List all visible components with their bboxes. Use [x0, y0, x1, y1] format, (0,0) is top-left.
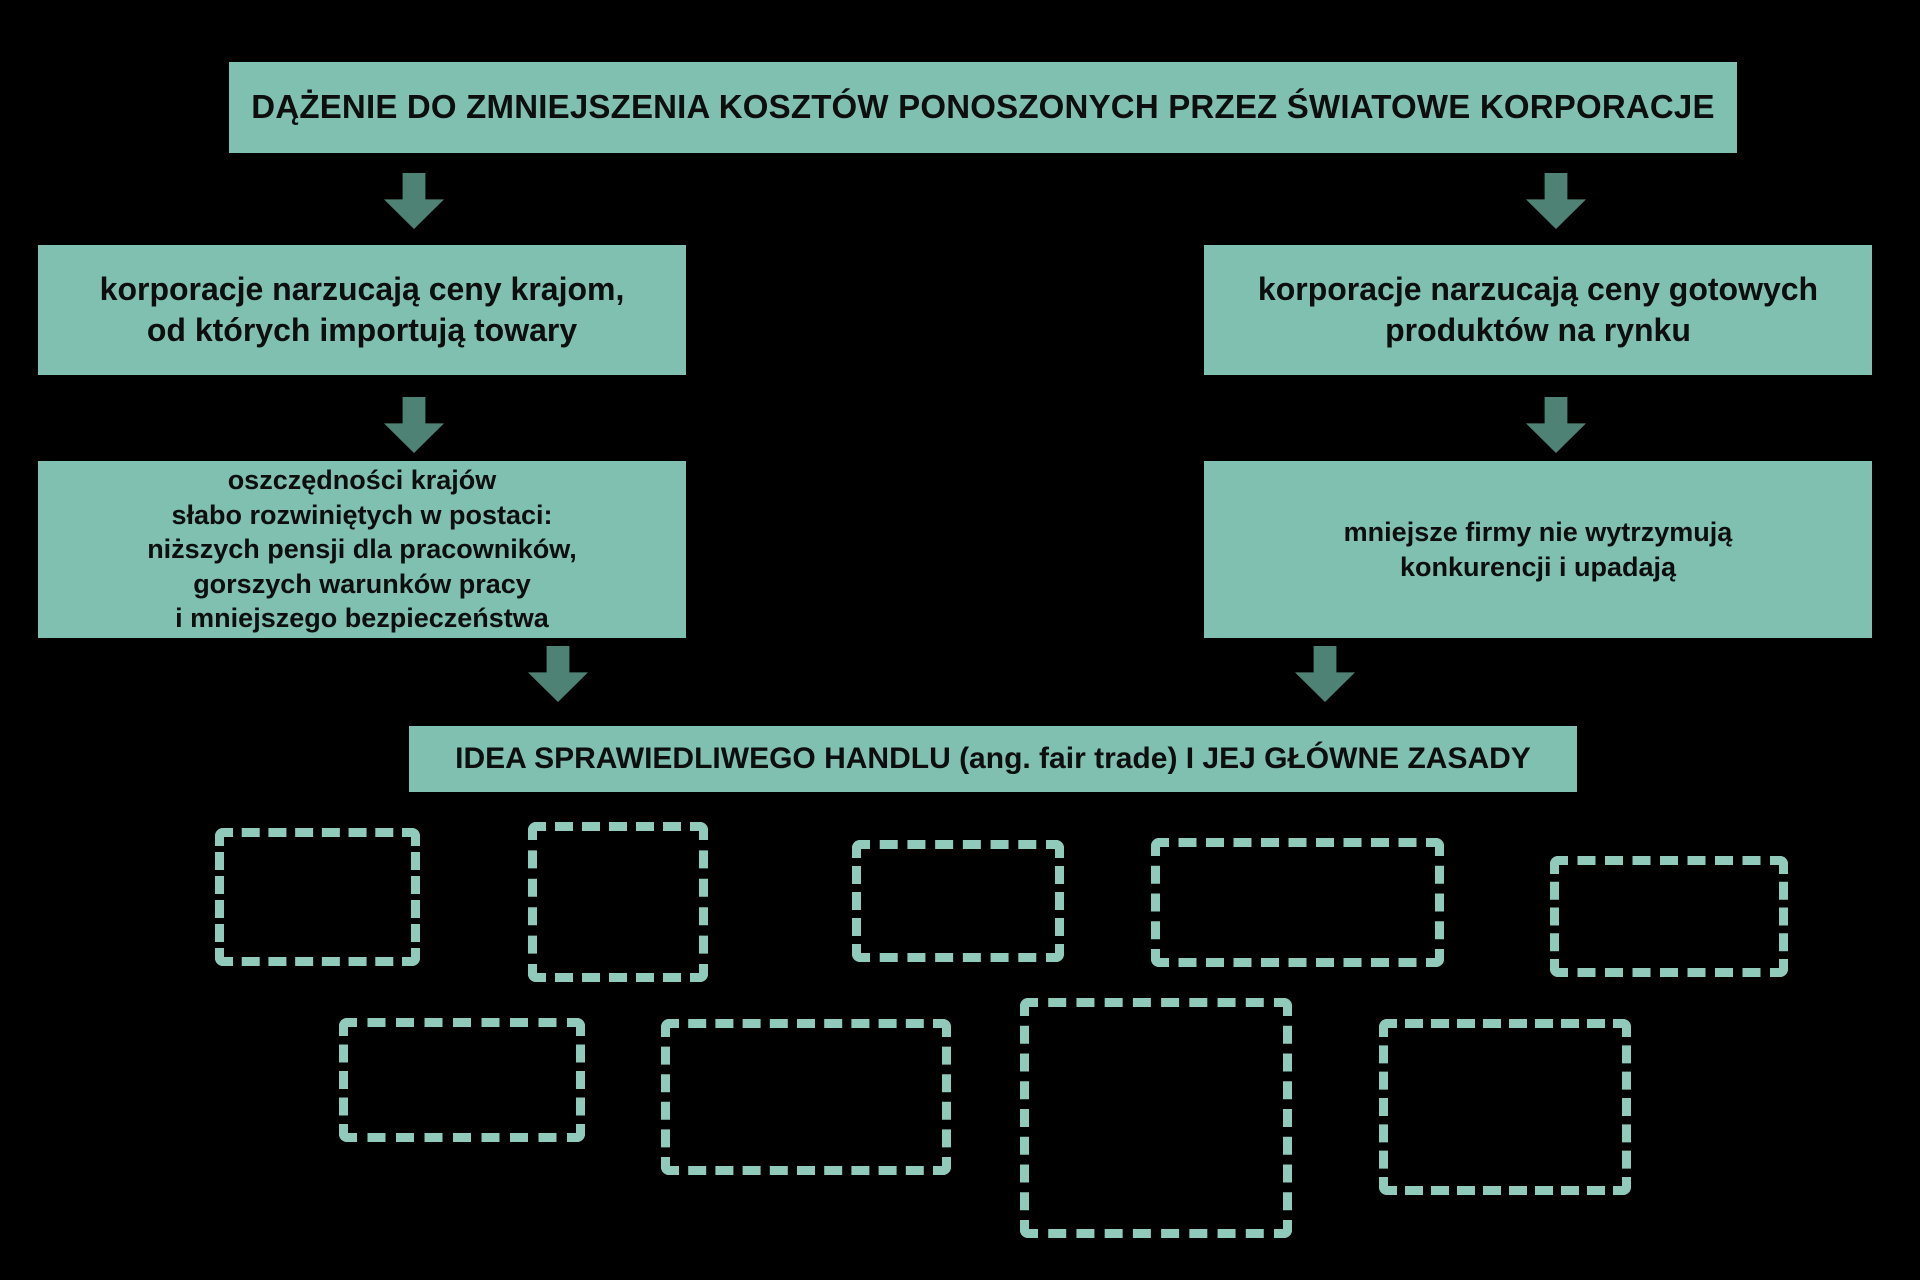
- down-arrow-icon: [384, 173, 444, 229]
- root-cause-box: DĄŻENIE DO ZMNIEJSZENIA KOSZTÓW PONOSZON…: [229, 62, 1737, 153]
- down-arrow-icon: [384, 397, 444, 453]
- placeholder-box-5: [1550, 856, 1788, 977]
- down-arrow-icon: [528, 646, 588, 702]
- down-arrow-icon: [1526, 397, 1586, 453]
- fair-trade-idea-box: IDEA SPRAWIEDLIWEGO HANDLU (ang. fair tr…: [409, 726, 1577, 792]
- placeholder-box-7: [661, 1019, 951, 1175]
- down-arrow-icon: [1295, 646, 1355, 702]
- placeholder-box-4: [1151, 838, 1444, 967]
- placeholder-box-9: [1379, 1019, 1631, 1195]
- down-arrow-icon: [1526, 173, 1586, 229]
- placeholder-box-1: [215, 828, 420, 966]
- savings-consequences-box: oszczędności krajów słabo rozwiniętych w…: [38, 461, 686, 638]
- product-prices-box: korporacje narzucają ceny gotowych produ…: [1204, 245, 1872, 375]
- placeholder-box-3: [852, 840, 1064, 962]
- placeholder-box-6: [339, 1018, 585, 1142]
- import-prices-box: korporacje narzucają ceny krajom, od któ…: [38, 245, 686, 375]
- placeholder-box-2: [528, 822, 708, 982]
- placeholder-box-8: [1020, 998, 1292, 1238]
- small-firms-collapse-box: mniejsze firmy nie wytrzymują konkurencj…: [1204, 461, 1872, 638]
